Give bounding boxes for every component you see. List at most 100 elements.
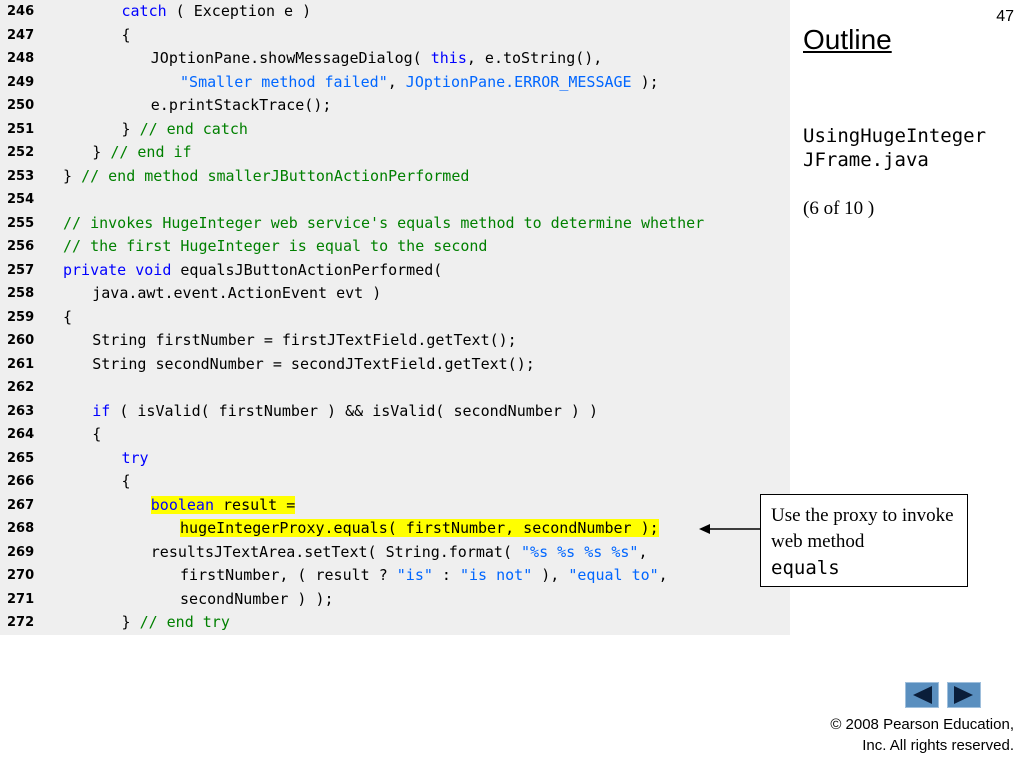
code-token: );	[631, 72, 659, 91]
code-text: String secondNumber = secondJTextField.g…	[92, 353, 535, 377]
code-token: java.awt.event.ActionEvent evt )	[92, 284, 382, 302]
code-text: // the first HugeInteger is equal to the…	[63, 235, 487, 259]
code-token: // end if	[110, 143, 192, 161]
code-token: {	[92, 425, 102, 443]
page-of-label: (6 of 10 )	[803, 198, 875, 219]
code-line: 254	[0, 188, 790, 212]
code-token: }	[92, 143, 111, 161]
code-text: hugeIntegerProxy.equals( firstNumber, se…	[180, 517, 659, 541]
code-token: }	[121, 613, 140, 631]
line-number: 252	[7, 145, 35, 160]
code-token: resultsJTextArea.setText( String.format(	[150, 542, 522, 561]
code-token: {	[63, 307, 73, 326]
line-number: 260	[7, 333, 35, 348]
filename-label: UsingHugeInteger JFrame.java	[803, 124, 1018, 172]
line-number: 271	[7, 591, 35, 607]
line-number: 265	[7, 450, 35, 466]
callout-box: Use the proxy to invoke web method equal…	[760, 494, 968, 587]
code-token: String secondNumber = secondJTextField.g…	[92, 354, 535, 373]
code-line: 258 java.awt.event.ActionEvent evt )	[0, 282, 790, 306]
code-token: "is"	[396, 566, 433, 584]
code-token: // end method smallerJButtonActionPerfor…	[81, 166, 470, 185]
line-number: 267	[7, 497, 35, 513]
copyright-line-2: Inc. All rights reserved.	[862, 737, 1014, 754]
previous-slide-button[interactable]	[905, 682, 939, 708]
line-number: 258	[7, 286, 35, 301]
code-text: // invokes HugeInteger web service's equ…	[63, 212, 704, 236]
line-number: 270	[7, 568, 35, 583]
code-line: 249 "Smaller method failed", JOptionPane.…	[0, 71, 790, 95]
triangle-right-icon	[954, 686, 973, 704]
filename-line-1: UsingHugeInteger	[803, 125, 987, 147]
line-number: 250	[7, 98, 35, 113]
code-text: "Smaller method failed", JOptionPane.ERR…	[180, 71, 659, 95]
code-text: } // end try	[122, 611, 230, 635]
line-number: 264	[7, 427, 35, 442]
code-text: {	[63, 306, 72, 330]
code-token: JOptionPane.ERROR_MESSAGE	[405, 72, 632, 91]
code-token: JOptionPane.showMessageDialog(	[150, 49, 431, 67]
code-token: this	[430, 49, 467, 67]
line-number: 254	[7, 192, 35, 207]
code-line: 260 String firstNumber = firstJTextField.…	[0, 329, 790, 353]
line-number: 251	[7, 121, 35, 137]
code-line: 256// the first HugeInteger is equal to …	[0, 235, 790, 259]
code-text: {	[122, 24, 131, 48]
outline-link[interactable]: Outline	[803, 24, 892, 55]
code-line: 252} // end if	[0, 141, 790, 165]
copyright-notice: © 2008 Pearson Education, Inc. All right…	[830, 714, 1014, 756]
next-slide-button[interactable]	[947, 682, 981, 708]
code-token: firstNumber, ( result ?	[180, 566, 397, 584]
code-token: :	[432, 566, 460, 584]
code-token: ,	[387, 72, 406, 91]
triangle-left-icon	[913, 686, 932, 704]
code-token: if	[92, 401, 111, 420]
filename-line-2: JFrame.java	[803, 149, 929, 171]
code-line: 255 // invokes HugeInteger web service's …	[0, 212, 790, 236]
code-text: java.awt.event.ActionEvent evt )	[92, 282, 381, 306]
code-token: ( Exception e )	[166, 2, 312, 20]
code-line: 251 } // end catch	[0, 118, 790, 142]
line-number: 255	[7, 215, 35, 231]
code-token: String firstNumber = firstJTextField.get…	[92, 331, 517, 349]
code-token: e.printStackTrace();	[150, 96, 332, 114]
code-token: void	[135, 260, 172, 279]
code-text: } // end catch	[122, 118, 248, 142]
code-text: String firstNumber = firstJTextField.get…	[92, 329, 516, 353]
code-token: private	[63, 260, 127, 279]
code-token: boolean	[150, 495, 214, 514]
callout-arrow-icon	[699, 524, 760, 534]
callout-text: Use the proxy to invoke web method	[771, 505, 954, 552]
copyright-line-1: © 2008 Pearson Education,	[830, 716, 1014, 733]
code-text: {	[122, 470, 131, 494]
code-text: } // end if	[92, 141, 191, 165]
code-text: catch ( Exception e )	[122, 0, 312, 24]
code-line: 264 {	[0, 423, 790, 447]
code-token: }	[121, 119, 140, 138]
code-text: JOptionPane.showMessageDialog( this, e.t…	[151, 47, 603, 71]
code-text: {	[92, 423, 101, 447]
code-token: // the first HugeInteger is equal to the…	[63, 237, 488, 255]
code-text: } // end method smallerJButtonActionPerf…	[63, 165, 469, 189]
code-token: , e.toString(),	[466, 49, 603, 67]
line-number: 246	[7, 4, 35, 19]
code-line: 247 {	[0, 24, 790, 48]
line-number: 257	[7, 262, 35, 278]
code-token: // invokes HugeInteger web service's equ…	[63, 213, 705, 232]
code-text: try	[122, 447, 149, 471]
code-token: }	[63, 166, 82, 185]
code-token: ),	[532, 566, 569, 584]
code-token: equalsJButtonActionPerformed(	[171, 260, 443, 279]
code-token: {	[121, 25, 131, 44]
code-token: "Smaller method failed"	[180, 72, 388, 91]
line-number: 247	[7, 27, 35, 43]
code-token: "%s %s %s %s"	[521, 542, 639, 561]
code-line: 257 private void equalsJButtonActionPerfo…	[0, 259, 790, 283]
code-token: secondNumber ) );	[180, 589, 334, 608]
line-number: 249	[7, 74, 35, 90]
